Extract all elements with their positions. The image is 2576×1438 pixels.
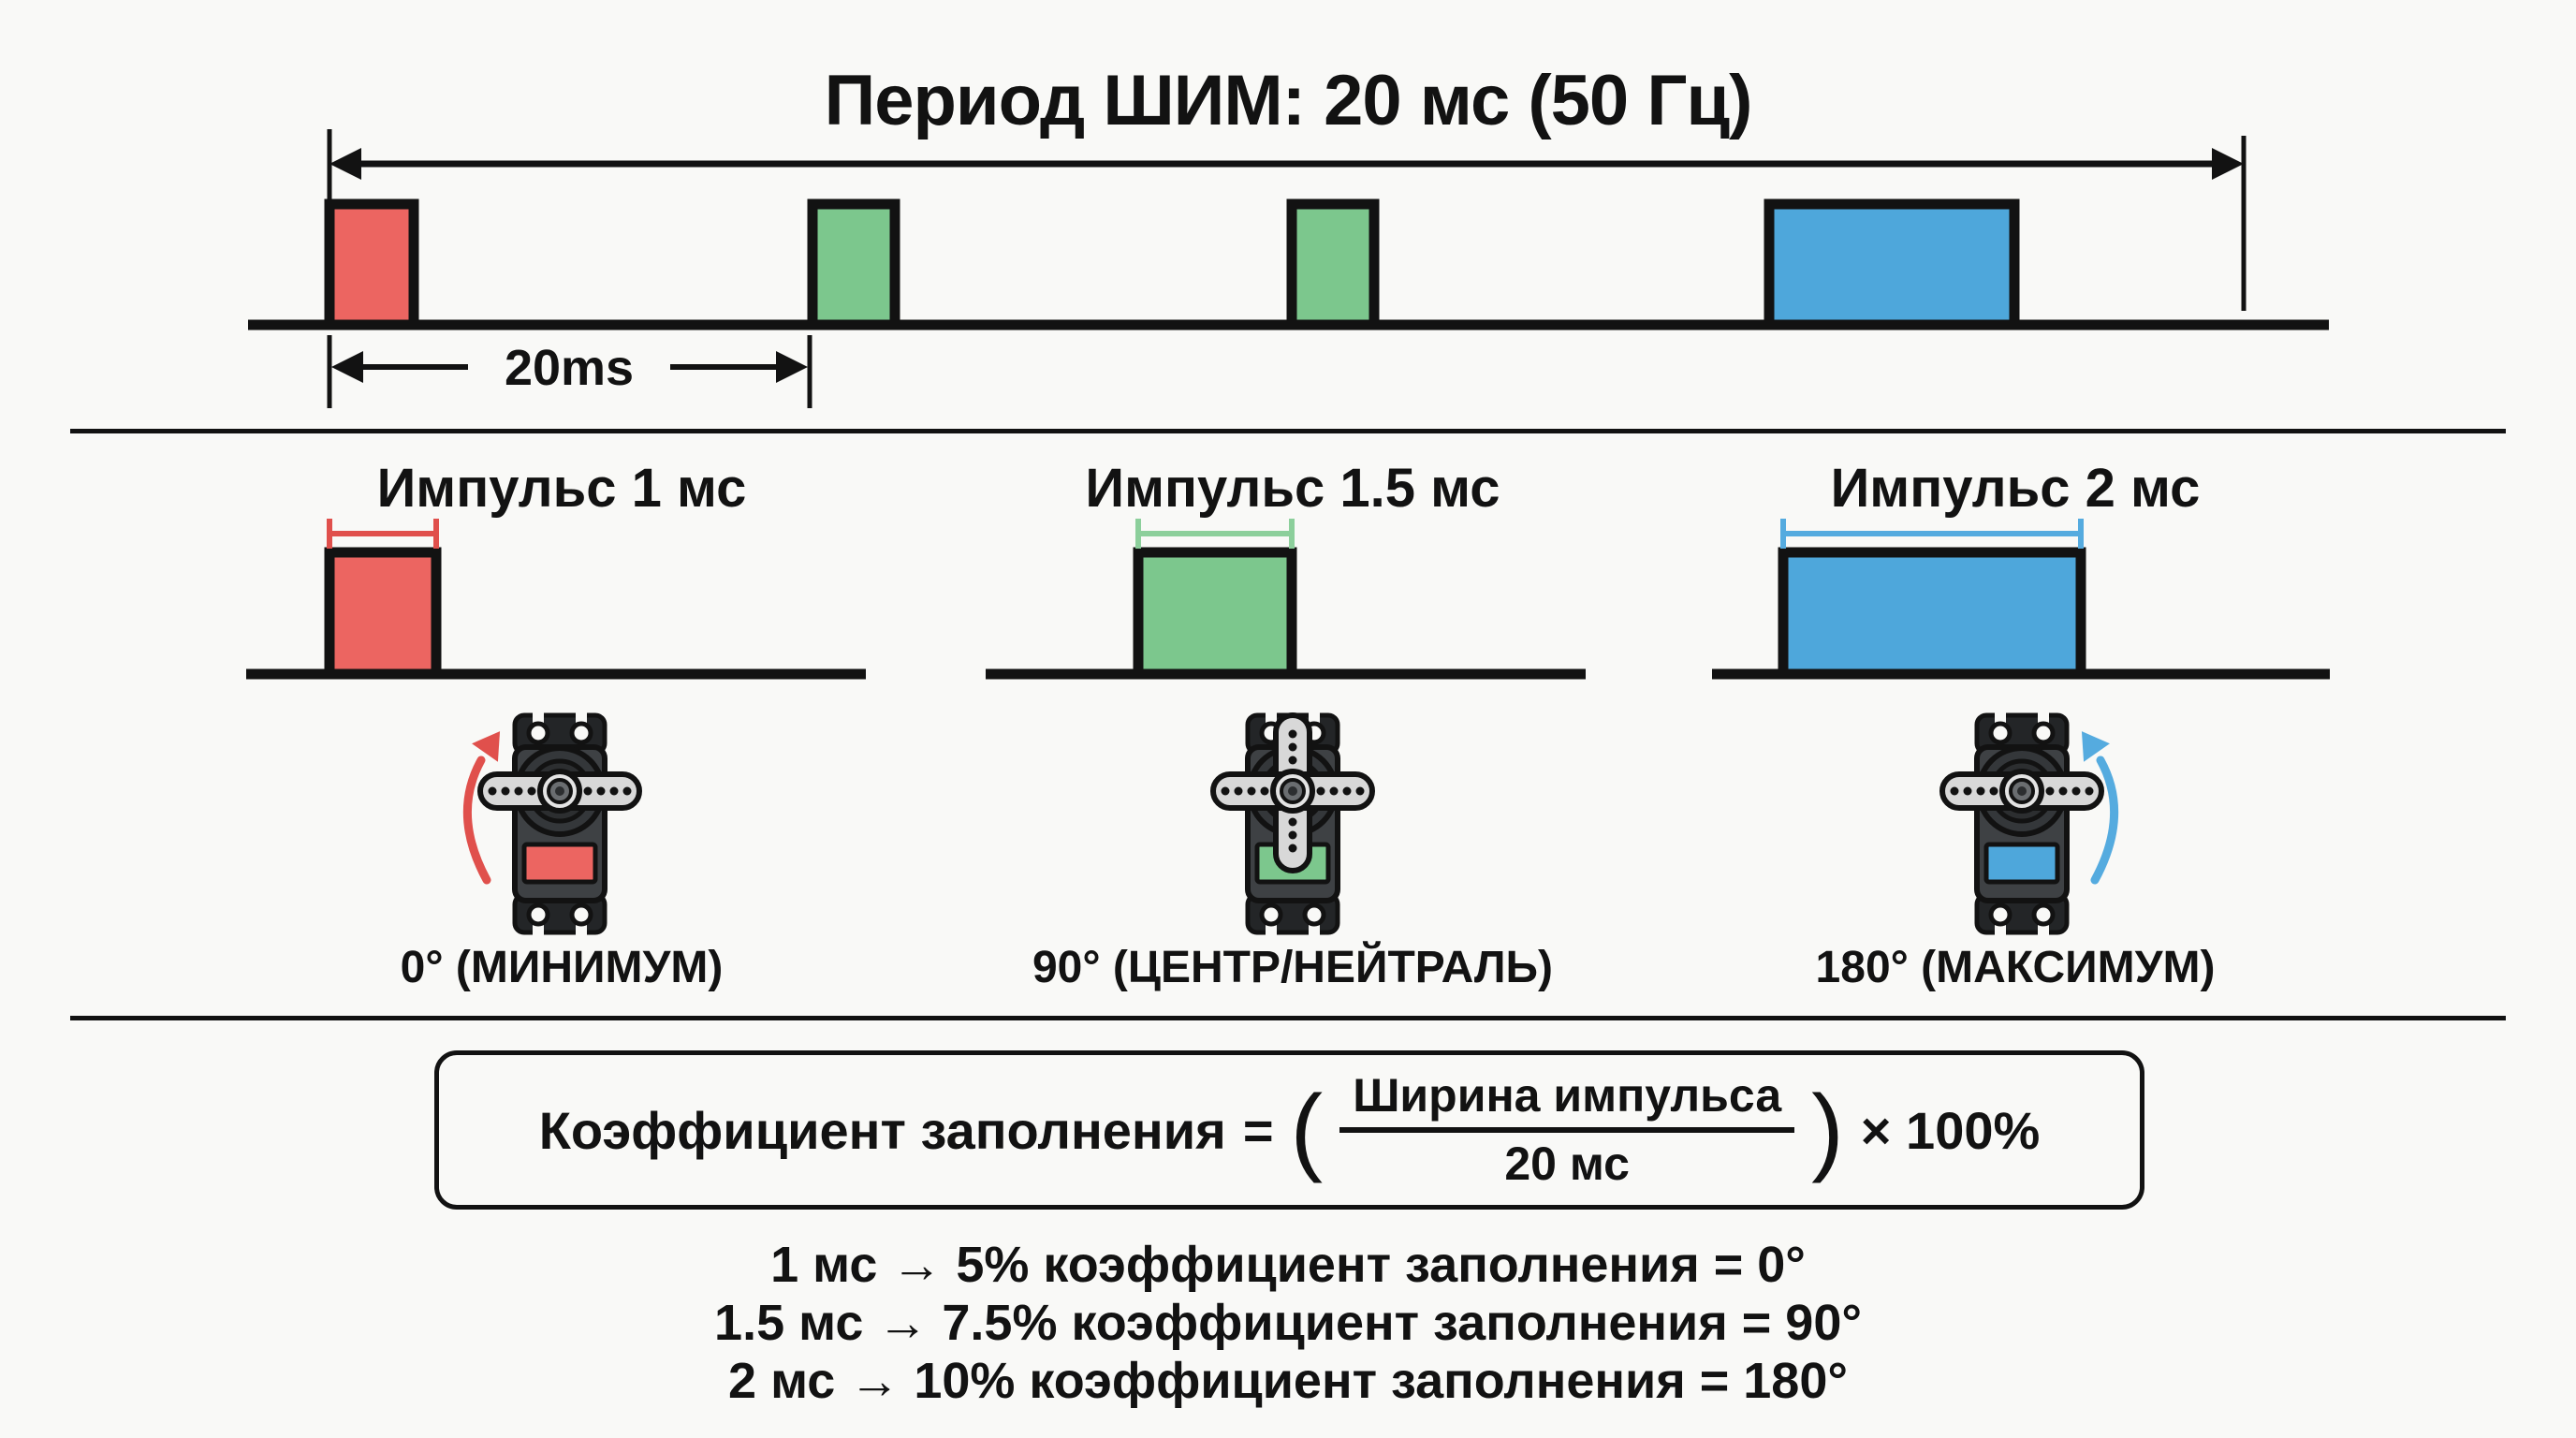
servo-icon-minimum xyxy=(462,712,642,936)
mapping-line-1-5ms: 1.5 мс → 7.5% коэффициент заполнения = 9… xyxy=(714,1295,1862,1351)
servo-label-blue xyxy=(1983,842,2060,885)
angle-label-maximum: 180° (МАКСИМУМ) xyxy=(1815,943,2216,992)
dimension-20ms-label: 20ms xyxy=(504,340,635,396)
period-title: Период ШИМ: 20 мс (50 Гц) xyxy=(824,61,1753,140)
formula-numerator: Ширина импульса xyxy=(1353,1068,1782,1122)
width-bracket-blue xyxy=(1780,519,2084,549)
pulse-title-2ms: Импульс 2 мс xyxy=(1830,458,2201,519)
duty-cycle-mapping: 1 мс → 5% коэффициент заполнения = 0° 1.… xyxy=(0,1236,2576,1410)
section-divider-2 xyxy=(70,1016,2506,1020)
angle-label-center: 90° (ЦЕНТР/НЕЙТРАЛЬ) xyxy=(1032,943,1554,992)
angle-label-minimum: 0° (МИНИМУМ) xyxy=(400,943,724,992)
section-divider-1 xyxy=(70,429,2506,433)
period-span-arrow xyxy=(327,129,2247,311)
pulse-title-1-5ms: Импульс 1.5 мс xyxy=(1085,458,1500,519)
formula-fraction: Ширина импульса 20 мс xyxy=(1339,1068,1795,1192)
width-bracket-green xyxy=(1135,519,1295,549)
rotation-ccw-arrow-icon xyxy=(462,731,501,885)
train-pulse-red xyxy=(324,198,419,330)
pulse-1-5ms xyxy=(1133,547,1297,680)
train-pulse-blue xyxy=(1764,198,2020,330)
rotation-cw-arrow-icon xyxy=(2081,731,2119,885)
pulse-2ms xyxy=(1778,547,2086,680)
formula-lhs: Коэффициент заполнения xyxy=(538,1100,1226,1160)
formula-denominator: 20 мс xyxy=(1504,1137,1630,1190)
pulse-title-1ms: Импульс 1 мс xyxy=(376,458,747,519)
mapping-line-2ms: 2 мс → 10% коэффициент заполнения = 180° xyxy=(728,1353,1848,1409)
train-pulse-green-2 xyxy=(1286,198,1380,330)
pulse-1ms xyxy=(324,547,442,680)
formula-equals: = xyxy=(1242,1100,1274,1160)
formula-multiplier: × 100% xyxy=(1860,1100,2041,1160)
duty-cycle-formula-box: Коэффициент заполнения = ( Ширина импуль… xyxy=(434,1050,2144,1210)
width-bracket-red xyxy=(327,519,439,549)
fraction-bar xyxy=(1339,1127,1795,1133)
train-pulse-green-1 xyxy=(807,198,900,330)
mapping-line-1ms: 1 мс → 5% коэффициент заполнения = 0° xyxy=(770,1237,1806,1293)
servo-label-red xyxy=(521,842,598,885)
servo-icon-maximum xyxy=(1939,712,2119,936)
servo-icon-center xyxy=(1210,712,1375,936)
